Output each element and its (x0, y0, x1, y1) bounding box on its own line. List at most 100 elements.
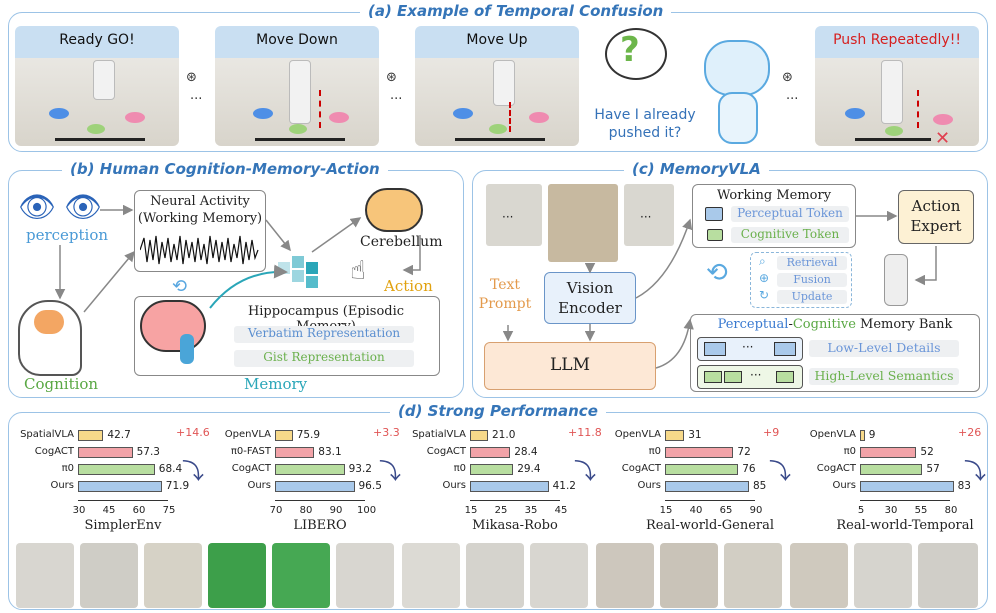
bar-value: 83 (957, 480, 971, 492)
bar-label: SpatialVLA (412, 429, 466, 440)
low-level-row: ··· (697, 337, 803, 361)
brain-icon (365, 188, 423, 232)
bar-label: π0 (453, 463, 466, 474)
panel-d-title: (d) Strong Performance (390, 402, 606, 420)
frame-label: Move Down (256, 32, 338, 48)
blue-button (453, 108, 473, 119)
robot-arm (493, 60, 515, 106)
curved-arrow-icon: ⤵ (574, 460, 597, 485)
bank-dash: - (788, 317, 793, 332)
table-edge (55, 138, 145, 141)
axis-tick: 15 (659, 505, 673, 516)
axis-tick: 65 (719, 505, 733, 516)
bar (860, 481, 954, 492)
delta-label: +14.6 (176, 426, 210, 439)
bar (860, 447, 917, 458)
text-prompt-2: Prompt (478, 296, 532, 312)
frame-move-up: Move Up (415, 26, 579, 146)
bar-value: 29.4 (517, 463, 541, 475)
pink-button (329, 112, 349, 123)
memory-bank-box: Perceptual-Cognitive Memory Bank ··· Low… (690, 314, 980, 392)
film-icon: ⊛ (782, 70, 793, 85)
robot-arm (289, 60, 311, 124)
neural-title: Neural Activity (150, 194, 250, 209)
frame-label: Move Up (466, 32, 528, 48)
bar-value: 72 (737, 446, 751, 458)
delta-label: +3.3 (373, 426, 400, 439)
cycle-icon: ⟲ (706, 258, 728, 288)
scene-thumbnail (596, 543, 654, 608)
bar (470, 464, 514, 475)
neural-activity-box (134, 190, 266, 272)
neural-sub: (Working Memory) (137, 211, 263, 226)
blue-button (253, 108, 273, 119)
text-prompt-1: Text (489, 277, 521, 293)
fusion-op: Fusion (777, 273, 847, 287)
bar-value: 31 (688, 429, 702, 441)
bar-label: Ours (442, 480, 466, 491)
axis-line (860, 500, 950, 501)
bank-perceptual: Perceptual (717, 317, 789, 332)
memory-label: Memory (244, 375, 308, 393)
gist-tag: Gist Representation (234, 350, 414, 367)
curved-arrow-icon: ⤵ (379, 460, 402, 485)
bar (470, 481, 549, 492)
green-button (87, 124, 105, 134)
bar-value: 75.9 (296, 429, 321, 441)
axis-tick: 90 (329, 505, 343, 516)
axis-tick: 25 (494, 505, 508, 516)
bar (860, 430, 865, 441)
blue-button (845, 108, 865, 119)
bar-value: 9 (868, 429, 876, 441)
axis-tick: 45 (102, 505, 116, 516)
curved-arrow-icon: ⤵ (769, 460, 792, 485)
high-level-row: ··· (697, 365, 803, 389)
axis-tick: 80 (944, 505, 958, 516)
axis-tick: 60 (132, 505, 146, 516)
refresh-icon: ↻ (759, 288, 770, 302)
action-1: Action (911, 197, 961, 215)
plus-icon: ⊕ (759, 271, 770, 285)
bar (275, 430, 293, 441)
cycle-icon: ⟲ (172, 276, 188, 297)
panel-b-title: (b) Human Cognition-Memory-Action (62, 160, 388, 178)
bar-label: CogACT (426, 446, 466, 457)
bar-label: Ours (832, 480, 856, 491)
eye-icon: 👁 (18, 190, 57, 225)
perceptual-token: Perceptual Token (731, 206, 849, 222)
head-silhouette-icon (18, 300, 82, 376)
bar-value: 83.1 (318, 446, 342, 458)
bar-label: π0 (648, 446, 661, 457)
bar-label: CogACT (231, 463, 271, 474)
verbatim-tag: Verbatim Representation (234, 326, 414, 343)
chart-title: Real-world-Temporal (836, 518, 974, 533)
bar (275, 464, 345, 475)
table-edge (855, 138, 931, 141)
curved-arrow-icon: ⤵ (182, 460, 205, 485)
llm-box: LLM (484, 342, 656, 390)
panel-b-arrows (54, 204, 421, 313)
working-memory-box: Working Memory Perceptual Token Cognitiv… (692, 184, 856, 248)
vision-2: Encoder (558, 299, 622, 317)
cerebellum-label: Cerebellum (360, 234, 443, 250)
axis-tick: 100 (357, 505, 377, 516)
hand-icon: ☝ (350, 256, 366, 286)
bar-label: SpatialVLA (20, 429, 74, 440)
bar-value: 57 (926, 463, 940, 475)
robot-arm (881, 60, 903, 124)
bar-value: 42.7 (107, 429, 131, 441)
neural-wave (140, 235, 259, 265)
bar-label: Ours (50, 480, 74, 491)
bar-label: π0 (61, 463, 74, 474)
scene-thumbnail (918, 543, 978, 608)
bar-label: OpenVLA (224, 429, 271, 440)
up-arrow-icon (509, 102, 511, 132)
bar-value: 28.4 (514, 446, 538, 458)
axis-tick: 70 (269, 505, 283, 516)
ellipsis: ... (390, 88, 403, 103)
ellipsis: ··· (502, 210, 514, 224)
scene-thumbnail (790, 543, 848, 608)
llm-label: LLM (550, 355, 590, 375)
scene-thumbnail (80, 543, 138, 608)
question-mark-icon: ? (620, 30, 640, 70)
